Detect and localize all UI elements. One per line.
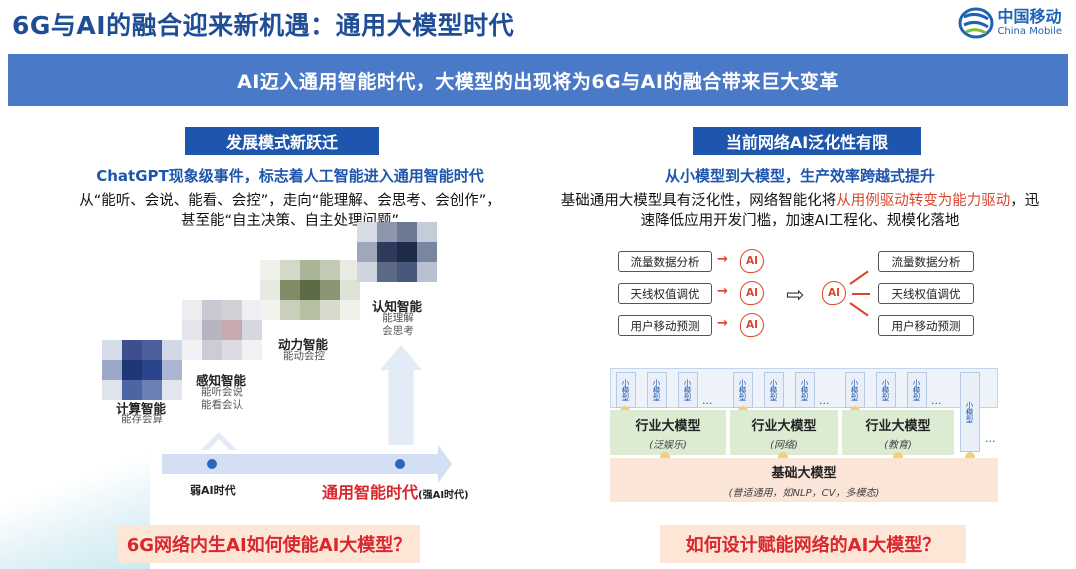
left-subhead: ChatGPT现象级事件，标志着人工智能进入通用智能时代 <box>96 167 484 185</box>
small-model-box: 小模型 <box>876 372 896 408</box>
perception-image-mosaic <box>182 300 262 360</box>
ai-head-icon: AI <box>740 249 764 273</box>
ai-head-icon: AI <box>740 281 764 305</box>
weak-era-dot <box>207 459 217 469</box>
timeline-bar <box>162 454 438 474</box>
industry-model-domain: (教育) <box>884 439 912 451</box>
left-body-line1: 从“能听、会说、能看、会控”，走向“能理解、会思考、会创作”， <box>79 193 501 209</box>
cognition-image-mosaic <box>357 222 437 282</box>
task-antenna-tuning-left: 天线权值调优 <box>618 283 712 304</box>
small-model-box: 小模型 <box>907 372 927 408</box>
motion-image-mosaic <box>260 260 360 320</box>
ellipsis: ... <box>702 394 713 407</box>
task-traffic-analysis-left: 流量数据分析 <box>618 251 712 272</box>
small-model-box: 小模型 <box>678 372 698 408</box>
spread-line-up <box>849 270 869 285</box>
industry-model-domain: (网络) <box>770 439 798 451</box>
ellipsis: ... <box>931 394 942 407</box>
small-model-tall-box: 小模型 <box>960 372 980 452</box>
stage-cognition-sub: 能理解 会思考 <box>382 312 414 337</box>
spread-line-mid <box>852 293 870 295</box>
industry-model-network: 行业大模型 (网络) <box>730 410 838 455</box>
transition-arrow-icon: ⇨ <box>786 283 805 308</box>
small-model-box: 小模型 <box>764 372 784 408</box>
logo-en-text: China Mobile <box>997 26 1062 37</box>
small-model-box: 小模型 <box>616 372 636 408</box>
computing-image-mosaic <box>102 340 182 400</box>
right-section-label: 当前网络AI泛化性有限 <box>693 127 921 155</box>
connector-dot <box>893 452 903 462</box>
general-era-note: (强AI时代) <box>418 490 469 501</box>
stage-motion-sub: 能动会控 <box>283 350 325 362</box>
timeline-arrowhead <box>438 445 452 483</box>
stage-cognition-name: 认知智能 <box>372 299 423 314</box>
foundation-model-name: 基础大模型 <box>771 465 837 481</box>
general-era-label: 通用智能时代(强AI时代) <box>322 479 469 503</box>
stage-computing-sub: 能存会算 <box>121 413 163 425</box>
task-traffic-analysis-right: 流量数据分析 <box>878 251 974 272</box>
stage-perception-name: 感知智能 <box>196 373 247 388</box>
small-up-arrow <box>201 432 237 450</box>
right-subhead: 从小模型到大模型，生产效率跨越式提升 <box>664 167 935 185</box>
general-era-text: 通用智能时代 <box>322 483 419 502</box>
right-body-part2: ，迅速降低应用开发门槛，加速AI工程化、规模化落地 <box>640 193 1040 229</box>
large-up-arrow <box>380 345 422 445</box>
industry-model-name: 行业大模型 <box>865 418 931 434</box>
weak-era-label: 弱AI时代 <box>190 484 236 497</box>
foundation-model: 基础大模型 (普适通用，如NLP，CV，多模态) <box>610 458 998 502</box>
arrow-right-icon: → <box>717 284 728 299</box>
arrow-right-icon: → <box>717 252 728 267</box>
foundation-model-domain: (普适通用，如NLP，CV，多模态) <box>728 487 880 499</box>
small-model-box: 小模型 <box>733 372 753 408</box>
small-model-box: 小模型 <box>845 372 865 408</box>
general-era-dot <box>395 459 405 469</box>
left-section-label: 发展模式新跃迁 <box>185 127 379 155</box>
stage-perception-sub: 能听会说 能看会认 <box>201 386 243 411</box>
china-mobile-logo: 中国移动 China Mobile <box>958 6 1062 40</box>
left-question-box: 6G网络内生AI如何使能AI大模型？ <box>118 525 420 563</box>
task-mobility-prediction-right: 用户移动预测 <box>878 315 974 336</box>
connector-dot <box>778 452 788 462</box>
industry-model-entertainment: 行业大模型 (泛娱乐) <box>610 410 726 455</box>
stage-motion-name: 动力智能 <box>278 337 329 352</box>
ellipsis: ... <box>819 394 830 407</box>
arrow-right-icon: → <box>717 316 728 331</box>
logo-cn-text: 中国移动 <box>997 7 1062 26</box>
small-model-box: 小模型 <box>647 372 667 408</box>
stage-computing-name: 计算智能 <box>116 401 167 416</box>
right-question-box: 如何设计赋能网络的AI大模型？ <box>660 525 966 563</box>
spread-line-down <box>849 302 869 317</box>
right-body-text: 基础通用大模型具有泛化性，网络智能化将从用例驱动转变为能力驱动，迅速降低应用开发… <box>560 192 1040 231</box>
small-model-box: 小模型 <box>795 372 815 408</box>
right-body-highlight: 从用例驱动转变为能力驱动 <box>836 193 1011 209</box>
left-body-text: 从“能听、会说、能看、会控”，走向“能理解、会思考、会创作”， 甚至能“自主决策… <box>40 192 540 231</box>
industry-model-name: 行业大模型 <box>635 418 701 434</box>
connector-dot <box>965 452 975 462</box>
left-body-line2: 甚至能“自主决策、自主处理问题” <box>180 212 400 229</box>
headline-banner: AI迈入通用智能时代，大模型的出现将为6G与AI的融合带来巨大变革 <box>8 54 1068 106</box>
ai-head-icon-central: AI <box>822 281 846 305</box>
connector-dot <box>660 452 670 462</box>
ellipsis: ... <box>985 432 996 445</box>
industry-model-name: 行业大模型 <box>751 418 817 434</box>
industry-model-education: 行业大模型 (教育) <box>842 410 954 455</box>
page-title: 6G与AI的融合迎来新机遇：通用大模型时代 <box>12 11 515 40</box>
industry-model-domain: (泛娱乐) <box>649 439 687 451</box>
task-antenna-tuning-right: 天线权值调优 <box>878 283 974 304</box>
task-mobility-prediction-left: 用户移动预测 <box>618 315 712 336</box>
china-mobile-logo-icon <box>958 7 994 39</box>
right-body-part1: 基础通用大模型具有泛化性，网络智能化将 <box>560 193 837 209</box>
ai-head-icon: AI <box>740 313 764 337</box>
